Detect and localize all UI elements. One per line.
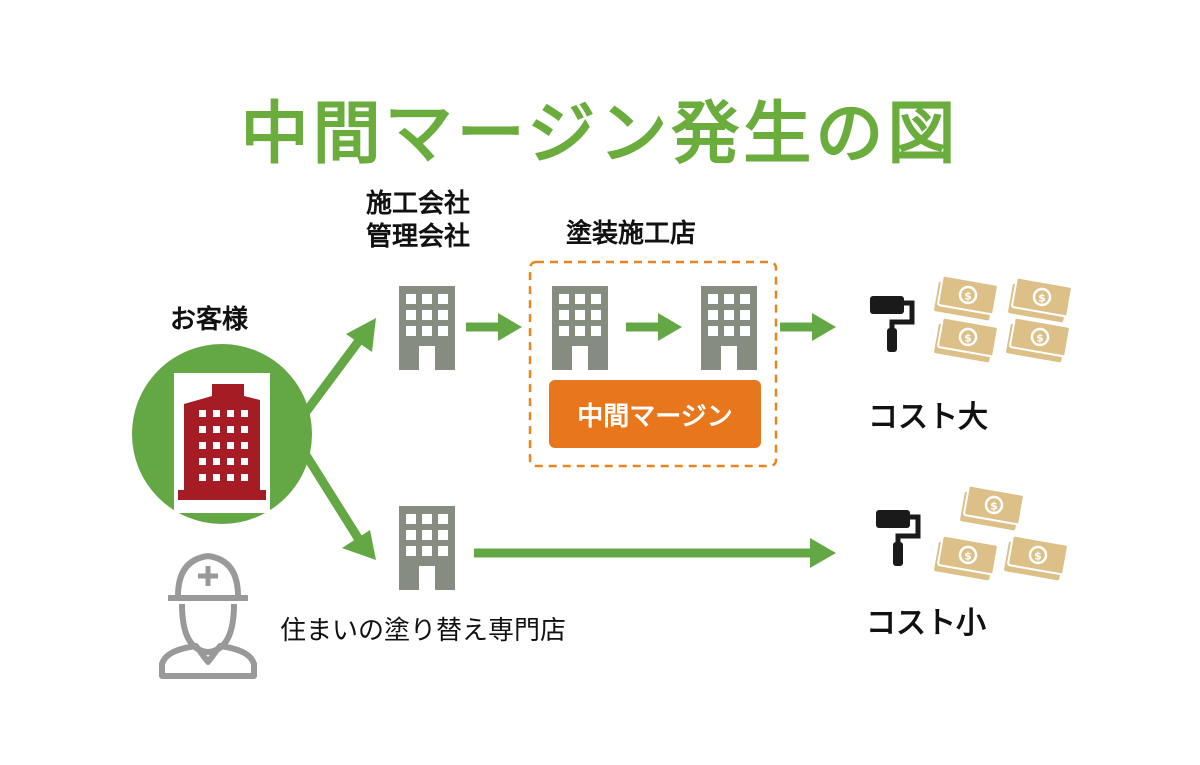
money-bill-icon [932,534,1000,582]
middle-margin-label: 中間マージン [577,401,733,432]
arrow-right [780,313,836,341]
money-bill-icon [932,316,1000,364]
arrow-long [474,538,836,568]
arrow-right [626,313,682,341]
arrow-to-specialist [300,449,376,560]
customer-label: お客様 [170,305,249,335]
arrow-right [466,313,522,341]
cost-high-label: コスト大 [868,400,988,435]
painter-dashed-box [528,260,778,468]
general-contractor-label: 施工会社 管理会社 [366,189,471,252]
money-bill-icon [932,274,1000,322]
specialist-label: 住まいの塗り替え専門店 [280,616,567,646]
building-icon [399,506,455,590]
paint-roller-icon [876,510,918,566]
diagram-title: 中間マージン発生の図 [240,95,960,174]
building-icon [701,286,757,370]
worker-helmet-icon [159,553,257,679]
money-bill-icon [958,484,1026,532]
arrow-to-contractor [296,318,376,423]
building-icon [178,384,266,500]
building-icon [399,286,455,370]
money-bill-icon [1004,316,1072,364]
cost-low-label: コスト小 [866,606,986,641]
painter-label: 塗装施工店 [566,219,697,249]
middle-margin-badge: 中間マージン [549,380,761,448]
paint-roller-icon [870,296,912,352]
money-bill-icon [1002,534,1070,582]
money-bill-icon [1006,276,1074,324]
building-icon [552,286,608,370]
customer-node [132,344,312,524]
